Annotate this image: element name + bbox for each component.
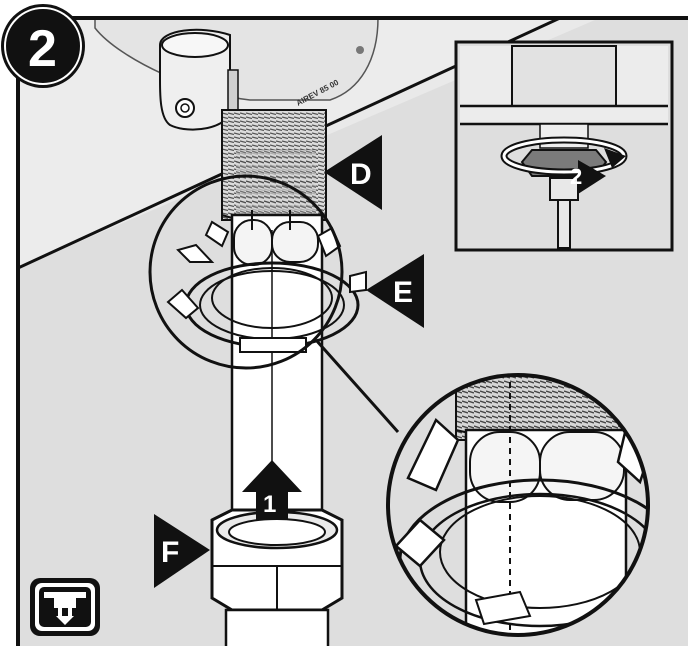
faucet-body: AIREV 85 00 <box>94 18 379 131</box>
zoom-detail <box>386 373 650 637</box>
arrow-1: 1 <box>242 460 302 520</box>
arrow-1-label: 1 <box>263 491 276 518</box>
inset-tighten-detail: 2 <box>454 40 674 252</box>
arrow-2-label: 2 <box>570 164 582 189</box>
zoom-connector <box>314 339 400 433</box>
frame: AIREV 85 00 <box>18 18 688 646</box>
callout-d: D <box>324 135 382 210</box>
spring-washer <box>166 220 367 353</box>
callout-f-label: F <box>161 536 179 569</box>
threaded-shank <box>221 109 327 225</box>
magnifier-ring <box>148 174 344 370</box>
step-number: 2 <box>28 20 57 78</box>
callout-f: F <box>154 514 210 588</box>
step-badge: 2 <box>1 4 85 88</box>
mounting-nut <box>210 508 344 646</box>
install-below-sink-icon <box>30 578 100 636</box>
callout-e-label: E <box>393 276 413 309</box>
callout-d-label: D <box>350 158 372 191</box>
callout-e: E <box>366 254 424 328</box>
